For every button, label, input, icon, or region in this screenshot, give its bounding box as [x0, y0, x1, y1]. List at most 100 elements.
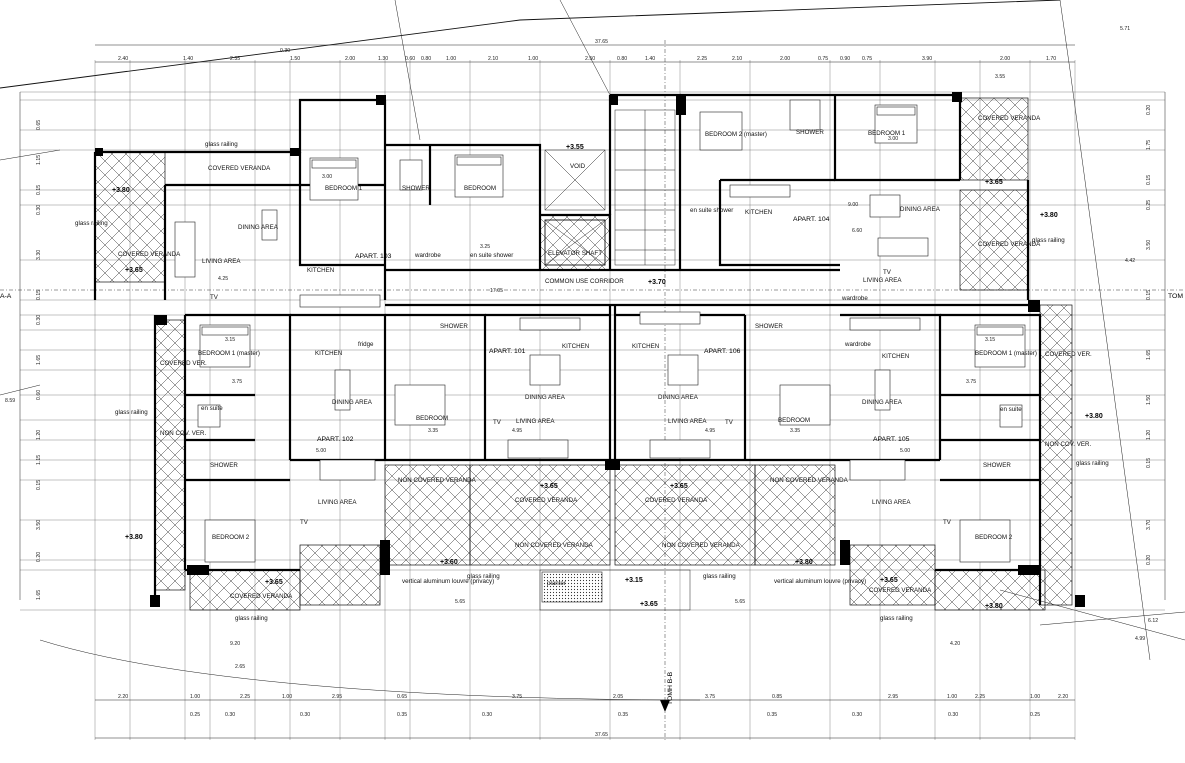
dim-bottom2: 0.35 — [767, 712, 777, 718]
dim-left: 0.30 — [36, 205, 42, 215]
dim-misc: 3.00 — [888, 136, 898, 142]
dim-bottom2: 0.35 — [618, 712, 628, 718]
room-label: COVERED VERANDA — [869, 587, 932, 594]
dim-bottom: 0.85 — [772, 694, 782, 700]
room-label: LIVING AREA — [516, 418, 555, 425]
dim-bottom: 2.20 — [118, 694, 128, 700]
dim-right: 0.15 — [1146, 458, 1152, 468]
dim-left: 1.65 — [36, 355, 42, 365]
dim-misc: 5.65 — [735, 599, 745, 605]
room-label: BEDROOM — [416, 415, 448, 422]
dim-top: 1.00 — [446, 56, 456, 62]
dim-bottom2: 0.30 — [852, 712, 862, 718]
room-label: KITCHEN — [745, 209, 772, 216]
room-label: NON COV. VER. — [160, 430, 206, 437]
level-marker: +3.80 — [1085, 413, 1103, 420]
room-label: LIVING AREA — [318, 499, 357, 506]
dim-top: 0.75 — [862, 56, 872, 62]
dim-right: 0.25 — [1146, 200, 1152, 210]
dim-bottom: 1.00 — [282, 694, 292, 700]
dim-top: 3.90 — [922, 56, 932, 62]
room-label: NON COVERED VERANDA — [398, 477, 477, 484]
apartment-label: APART. 103 — [355, 253, 392, 260]
dim-left: 0.65 — [36, 120, 42, 130]
dim-misc: 3.75 — [966, 379, 976, 385]
room-label: DINING AREA — [658, 394, 699, 401]
dim-left: 0.15 — [36, 185, 42, 195]
dim-left: 3.50 — [36, 520, 42, 530]
dim-bottom: 3.75 — [512, 694, 522, 700]
apartment-label: APART. 101 — [489, 348, 526, 355]
level-marker: +3.55 — [566, 144, 584, 151]
dim-left: 1.65 — [36, 590, 42, 600]
dim-right: 0.15 — [1146, 175, 1152, 185]
section-right-label: TOM — [1168, 293, 1183, 300]
dim-top: 1.50 — [290, 56, 300, 62]
dim-misc: 3.00 — [322, 174, 332, 180]
dim-top: 1.70 — [1046, 56, 1056, 62]
room-label: KITCHEN — [632, 343, 659, 350]
dim-top: 0.80 — [421, 56, 431, 62]
labels: 37.65 37.65 A-A TOM TOMH B-B 2.40 1.40 2… — [0, 26, 1183, 738]
dim-top: 0.60 — [405, 56, 415, 62]
room-label: en suite shower — [690, 207, 733, 214]
room-label: LIVING AREA — [863, 277, 902, 284]
room-label: DINING AREA — [332, 399, 373, 406]
dim-bottom: 2.05 — [613, 694, 623, 700]
room-label: BEDROOM 2 — [212, 534, 250, 541]
level-marker: +3.65 — [640, 601, 658, 608]
room-label: BEDROOM 1 (master) — [198, 350, 260, 357]
room-label: SHOWER — [440, 323, 468, 330]
dim-bottom2: 0.30 — [225, 712, 235, 718]
room-label: KITCHEN — [882, 353, 909, 360]
dim-misc: 4.95 — [512, 428, 522, 434]
dim-bottom: 1.00 — [190, 694, 200, 700]
room-label: TV — [725, 419, 734, 426]
room-label: SHOWER — [210, 462, 238, 469]
room-label: DINING AREA — [525, 394, 566, 401]
dim-bottom2: 0.30 — [300, 712, 310, 718]
room-label: COVERED VERANDA — [515, 497, 578, 504]
dim-misc: 3.15 — [225, 337, 235, 343]
overall-width-top: 37.65 — [595, 39, 608, 45]
room-label: BEDROOM — [464, 185, 496, 192]
dim-right: 0.20 — [1146, 555, 1152, 565]
core-elements — [544, 109, 676, 266]
room-label: KITCHEN — [315, 350, 342, 357]
apartment-label: APART. 106 — [704, 348, 741, 355]
dim-misc: 17.05 — [490, 288, 503, 294]
dim-misc: 5.65 — [455, 599, 465, 605]
dim-right: 3.70 — [1146, 520, 1152, 530]
room-label: TV — [493, 419, 502, 426]
level-marker: +3.70 — [648, 279, 666, 286]
room-label: COVERED VERANDA — [978, 241, 1041, 248]
dim-top: 1.00 — [528, 56, 538, 62]
dim-misc: 8.59 — [5, 398, 15, 404]
dim-top: 1.30 — [378, 56, 388, 62]
dimension-lines — [19, 44, 1166, 739]
dim-misc: 3.35 — [428, 428, 438, 434]
room-label: glass railing — [115, 409, 148, 416]
dim-misc: 5.71 — [1120, 26, 1130, 32]
dim-top: 2.35 — [230, 56, 240, 62]
dim-misc: 4.20 — [950, 641, 960, 647]
dim-top: 2.50 — [585, 56, 595, 62]
dim-bottom: 2.95 — [332, 694, 342, 700]
dim-misc: 3.15 — [985, 337, 995, 343]
dim-top: 1.40 — [183, 56, 193, 62]
room-label: DINING AREA — [238, 224, 279, 231]
level-marker: +3.65 — [880, 577, 898, 584]
dim-bottom: 0.65 — [397, 694, 407, 700]
level-marker: +3.80 — [985, 603, 1003, 610]
level-marker: +3.65 — [670, 483, 688, 490]
dim-right: 0.15 — [1146, 290, 1152, 300]
walls — [93, 93, 1042, 605]
dim-misc: 3.25 — [480, 244, 490, 250]
room-label: glass railing — [235, 615, 268, 622]
room-label: SHOWER — [402, 185, 430, 192]
room-label: wardrobe — [841, 295, 868, 302]
dim-top: 2.00 — [345, 56, 355, 62]
dim-misc: 4.95 — [705, 428, 715, 434]
room-label: SHOWER — [755, 323, 783, 330]
room-label: TV — [883, 269, 892, 276]
